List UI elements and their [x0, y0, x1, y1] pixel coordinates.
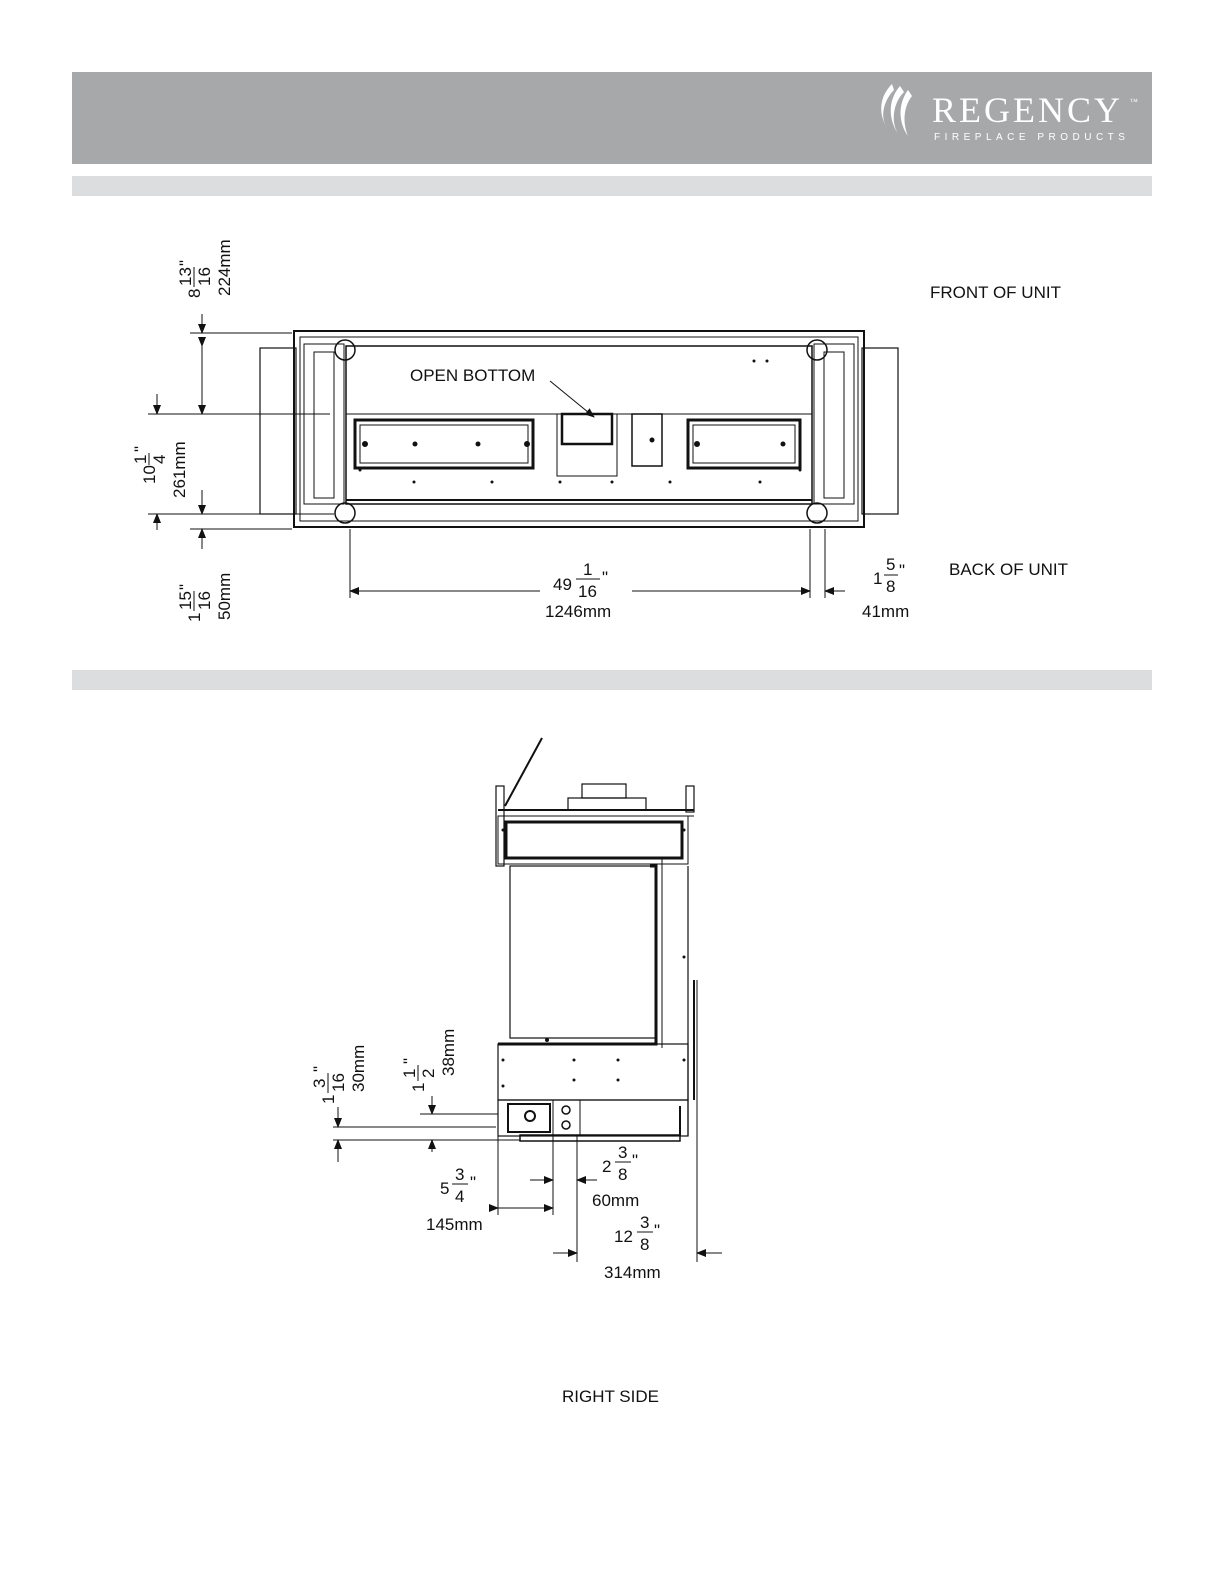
dim-2-3-8: 2 3 8 " 60mm [592, 1143, 639, 1210]
side-view-drawing [496, 738, 694, 1141]
svg-text:": " [602, 568, 608, 587]
svg-text:": " [400, 1058, 419, 1064]
svg-text:": " [470, 1173, 476, 1192]
svg-text:": " [176, 584, 195, 590]
svg-text:15: 15 [176, 591, 195, 610]
dim-1-3-16: 1 3 16 " 30mm [310, 1045, 368, 1104]
svg-text:4: 4 [455, 1187, 464, 1206]
dim-314mm: 314mm [604, 1263, 661, 1282]
dim-261mm: 261mm [170, 441, 189, 498]
svg-text:3: 3 [618, 1143, 627, 1162]
svg-text:": " [899, 561, 905, 580]
svg-text:2: 2 [602, 1157, 611, 1176]
svg-text:16: 16 [195, 267, 214, 286]
svg-text:3: 3 [640, 1213, 649, 1232]
svg-text:": " [654, 1221, 660, 1240]
svg-text:3: 3 [310, 1079, 329, 1088]
flame-icon [881, 84, 912, 136]
back-of-unit-label: BACK OF UNIT [949, 560, 1068, 579]
svg-text:5: 5 [440, 1179, 449, 1198]
dim-60mm: 60mm [592, 1191, 639, 1210]
dim-1-1-2: 1 1 2 " 38mm [400, 1029, 458, 1092]
dim-30mm: 30mm [349, 1045, 368, 1092]
top-view-drawing [260, 331, 898, 527]
svg-text:5: 5 [886, 555, 895, 574]
svg-text:12: 12 [614, 1227, 633, 1246]
svg-text:49: 49 [553, 575, 572, 594]
svg-text:1: 1 [400, 1069, 419, 1078]
dim-5-3-4: 5 3 4 " 145mm [426, 1165, 483, 1234]
svg-text:": " [632, 1151, 638, 1170]
svg-text:10: 10 [140, 465, 159, 484]
dim-145mm: 145mm [426, 1215, 483, 1234]
svg-text:1: 1 [583, 560, 592, 579]
top-view-dimension-lines [148, 314, 845, 598]
svg-text:": " [131, 446, 150, 452]
right-side-label: RIGHT SIDE [562, 1387, 659, 1406]
brand-tm: ™ [1130, 97, 1138, 106]
dim-1-5-8: 1 5 8 " 41mm [862, 555, 909, 621]
side-view-fasteners [502, 829, 686, 1130]
svg-text:16: 16 [195, 591, 214, 610]
svg-text:8: 8 [886, 577, 895, 596]
svg-text:1: 1 [131, 455, 150, 464]
svg-text:": " [176, 260, 195, 266]
dim-38mm: 38mm [439, 1029, 458, 1076]
open-bottom-callout: OPEN BOTTOM [410, 366, 535, 385]
svg-text:13: 13 [176, 267, 195, 286]
svg-text:8: 8 [618, 1165, 627, 1184]
dim-12-3-8: 12 3 8 " 314mm [604, 1213, 661, 1282]
brand-name: REGENCY [932, 90, 1123, 130]
svg-text:16: 16 [578, 582, 597, 601]
svg-text:1: 1 [409, 1083, 428, 1092]
dim-1-15-16: 1 15 16 " 50mm [176, 573, 234, 622]
dim-41mm: 41mm [862, 602, 909, 621]
regency-logo: REGENCY ™ FIREPLACE PRODUCTS [881, 84, 1138, 143]
dim-50mm: 50mm [215, 573, 234, 620]
svg-text:4: 4 [150, 455, 169, 464]
dim-49-1-16: 49 1 16 " 1246mm [545, 560, 611, 621]
svg-text:8: 8 [640, 1235, 649, 1254]
dim-10-1-4: 10 1 4 " 261mm [131, 441, 189, 498]
svg-text:1: 1 [185, 613, 204, 622]
dim-8-13-16: 8 13 16 " 224mm [176, 239, 234, 298]
svg-text:16: 16 [329, 1073, 348, 1092]
svg-text:2: 2 [419, 1069, 438, 1078]
dim-1246mm: 1246mm [545, 602, 611, 621]
svg-text:8: 8 [185, 289, 204, 298]
front-of-unit-label: FRONT OF UNIT [930, 283, 1061, 302]
brand-tagline: FIREPLACE PRODUCTS [934, 132, 1129, 143]
svg-text:1: 1 [319, 1095, 338, 1104]
svg-text:": " [310, 1066, 329, 1072]
svg-text:3: 3 [455, 1165, 464, 1184]
dim-224mm: 224mm [215, 239, 234, 296]
svg-text:1: 1 [873, 569, 882, 588]
